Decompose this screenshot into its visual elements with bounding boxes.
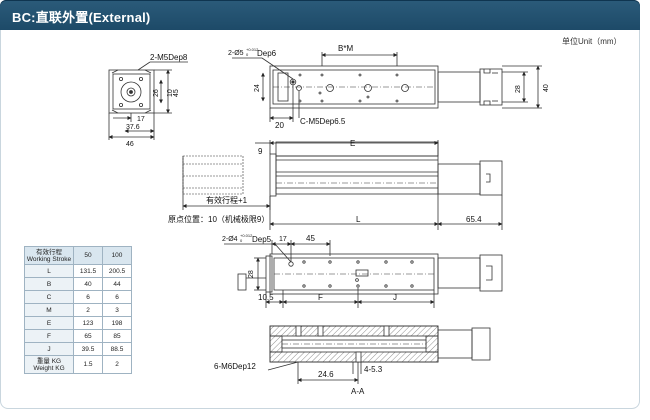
param-label: E	[24, 316, 74, 330]
end-view-hole-callout: 2-M5Dep8	[150, 53, 188, 62]
end-view-dim-26: 26	[153, 89, 160, 97]
section-view-dim-24-6: 24.6	[318, 370, 334, 379]
top-view-dim-20: 20	[275, 121, 284, 130]
side-view-origin-label: 原点位置：10（机械极限9）	[168, 214, 269, 224]
spec-table-header-row: 有效行程 Working Stroke 50 100	[24, 246, 132, 265]
bottom-view-tol-top: +0.012	[240, 233, 253, 238]
side-view-stroke-label: 有效行程+1	[206, 195, 248, 205]
end-view-dim-46: 46	[126, 141, 134, 148]
weight-value: 1.5	[73, 355, 103, 374]
end-view-dim-17: 17	[137, 116, 145, 123]
table-row: J 39.5 88.5	[24, 342, 132, 356]
bottom-view-hole-callout-dep: Dep5	[252, 235, 272, 244]
value-cell: 40	[73, 277, 103, 291]
spec-table: 有效行程 Working Stroke 50 100 L 131.5 200.5…	[24, 246, 132, 374]
bottom-view-dim-17: 17	[279, 236, 287, 243]
weight-label-line1: 重量 KG	[36, 357, 62, 365]
value-cell: 44	[102, 277, 132, 291]
value-cell: 6	[73, 290, 103, 304]
end-view	[108, 61, 188, 140]
section-view-label: A-A	[351, 387, 365, 396]
param-label: C	[24, 290, 74, 304]
top-view-dim-28: 28	[515, 85, 522, 93]
bottom-view	[224, 240, 503, 308]
param-label: F	[24, 329, 74, 343]
param-label: M	[24, 303, 74, 317]
top-view-hole-callout: 2-Ø5	[228, 50, 244, 57]
end-view-dim-37-6: 37.6	[126, 124, 140, 131]
top-view-hole-callout-dep: Dep6	[257, 49, 277, 58]
table-row: L 131.5 200.5	[24, 264, 132, 278]
section-view	[267, 325, 491, 384]
stroke-100-header: 100	[102, 246, 132, 265]
top-view-tol-top: +0.012	[246, 47, 259, 52]
value-cell: 88.5	[102, 342, 132, 356]
top-view-dim-24: 24	[254, 84, 261, 92]
section-view-dim-4-5-3: 4-5.3	[364, 365, 383, 374]
table-row: C 6 6	[24, 290, 132, 304]
unit-label: 单位Unit（mm）	[562, 37, 622, 46]
spec-header-line1: 有效行程	[36, 248, 62, 256]
side-view	[182, 140, 503, 230]
top-view-thread-callout: C-M5Dep6.5	[300, 117, 346, 126]
top-view-pitch-label: B*M	[338, 44, 353, 53]
weight-row: 重量 KG Weight KG 1.5 2	[24, 355, 132, 374]
param-label: L	[24, 264, 74, 278]
side-view-dim-65-4: 65.4	[466, 215, 482, 224]
side-view-dim-9: 9	[258, 147, 263, 156]
value-cell: 65	[73, 329, 103, 343]
bottom-view-dim-J: J	[393, 293, 397, 302]
end-view-dim-45: 45	[173, 89, 180, 97]
bottom-view-dim-10-5: 10.5	[258, 293, 274, 302]
top-view	[232, 52, 542, 122]
end-view-dim-10: 10	[167, 89, 174, 97]
bottom-view-tol-bottom: 0	[240, 238, 243, 243]
spec-table-header-cell: 有效行程 Working Stroke	[24, 246, 74, 265]
side-view-dim-L: L	[356, 215, 361, 224]
top-view-dim-40: 40	[543, 84, 550, 92]
spec-header-line2: Working Stroke	[26, 255, 72, 263]
table-row: F 65 85	[24, 329, 132, 343]
top-view-tol-bottom: 0	[246, 52, 249, 57]
drawing-frame	[0, 30, 640, 409]
weight-label: 重量 KG Weight KG	[24, 355, 74, 374]
value-cell: 123	[73, 316, 103, 330]
value-cell: 39.5	[73, 342, 103, 356]
table-row: B 40 44	[24, 277, 132, 291]
table-row: E 123 198	[24, 316, 132, 330]
bottom-view-hole-callout: 2-Ø4	[222, 236, 238, 243]
value-cell: 198	[102, 316, 132, 330]
param-label: J	[24, 342, 74, 356]
stroke-50-header: 50	[73, 246, 103, 265]
table-row: M 2 3	[24, 303, 132, 317]
value-cell: 2	[73, 303, 103, 317]
param-label: B	[24, 277, 74, 291]
value-cell: 3	[102, 303, 132, 317]
header-bar: BC:直联外置(External)	[0, 0, 640, 30]
bottom-view-dim-F: F	[318, 293, 323, 302]
value-cell: 131.5	[73, 264, 103, 278]
side-view-dim-E: E	[350, 139, 355, 148]
value-cell: 6	[102, 290, 132, 304]
weight-value: 2	[102, 355, 132, 374]
weight-label-line2: Weight KG	[33, 364, 65, 372]
page-title: BC:直联外置(External)	[12, 10, 151, 25]
bottom-view-dim-45: 45	[306, 234, 315, 243]
value-cell: 200.5	[102, 264, 132, 278]
value-cell: 85	[102, 329, 132, 343]
bottom-view-dim-28: 28	[248, 270, 255, 278]
section-view-thread-callout: 6-M6Dep12	[214, 362, 256, 371]
